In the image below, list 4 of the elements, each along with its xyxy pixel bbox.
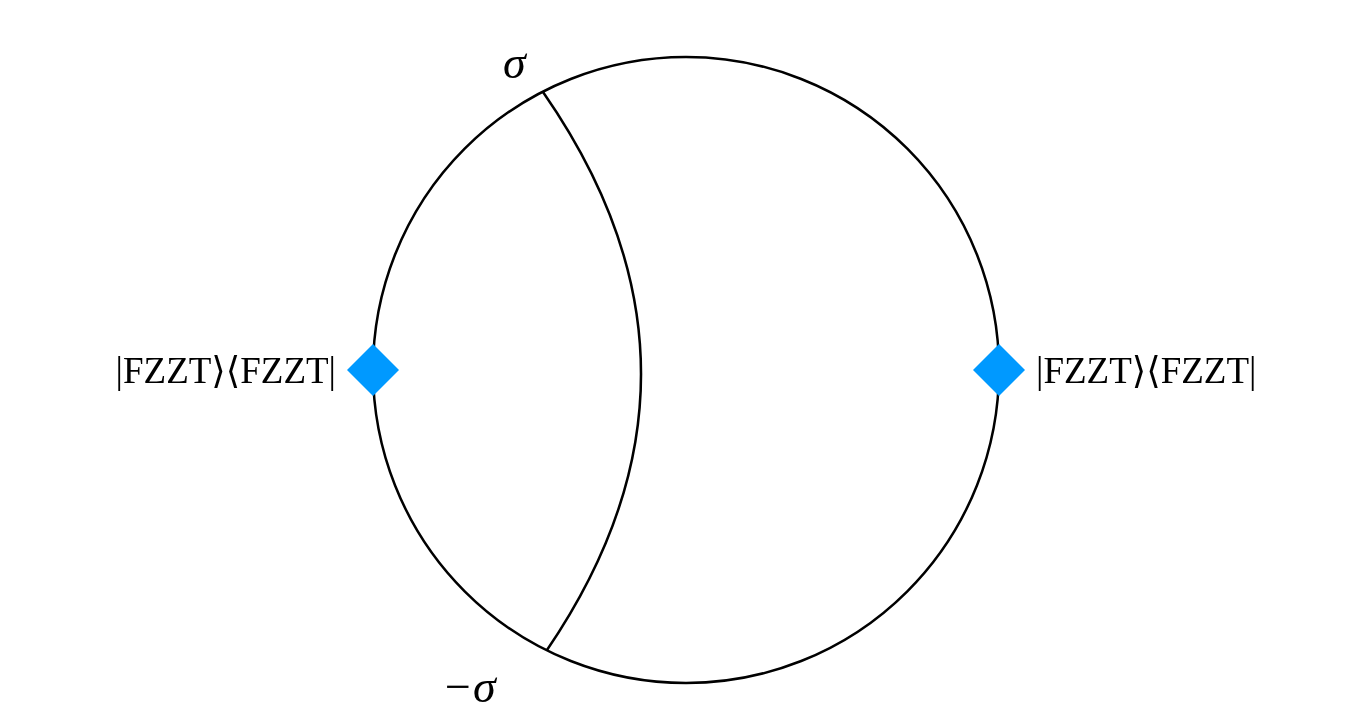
state-label: |FZZT⟩⟨FZZT| bbox=[115, 351, 336, 389]
endpoint-label: −σ bbox=[442, 664, 496, 710]
endpoint-label: σ bbox=[503, 40, 526, 86]
state-label: |FZZT⟩⟨FZZT| bbox=[1036, 351, 1257, 389]
